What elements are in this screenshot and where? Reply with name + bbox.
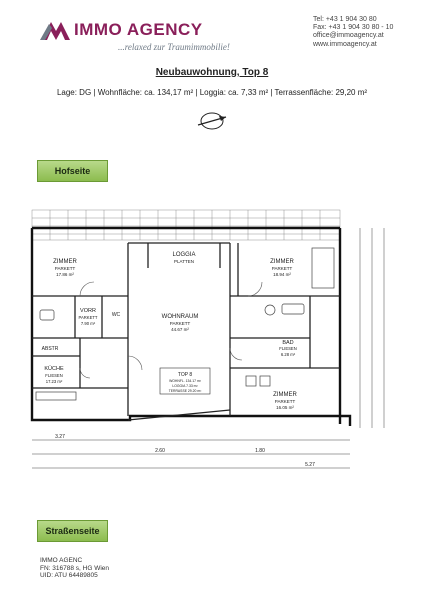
room-wohnraum-sub: PARKETT [170,321,191,326]
room-wohnraum-name: WOHNRAUM [162,314,199,320]
room-zimmer3-name: ZIMMER [273,392,297,398]
company-logo: IMMO AGENCY ...relaxed zur Traumimmobili… [40,16,280,58]
north-arrow-icon [197,112,227,130]
room-zimmer1-area: 17.86 m² [56,272,74,277]
contact-block: Tel: +43 1 904 30 80 Fax: +43 1 904 30 8… [313,16,393,49]
contact-email[interactable]: office@immoagency.at [313,32,384,40]
contact-website[interactable]: www.immoagency.at [313,40,377,48]
room-labels: ZIMMER PARKETT 17.86 m² LOGGIA PLATTEN Z… [42,252,298,410]
room-vorr-area: 7.90 m² [81,321,96,326]
room-bad-name: BAD [282,340,293,346]
footer-fn: FN: 316788 s, HG Wien [40,564,109,572]
dimension-lines [32,228,385,469]
room-abstr-name: ABSTR [42,346,59,352]
room-kuche-area: 17.23 m² [46,379,63,384]
room-zimmer2-name: ZIMMER [270,259,294,265]
logo-tagline: ...relaxed zur Traumimmobilie! [118,42,230,52]
unit-living-area: WOHNFL. 134.17 m² [169,379,202,383]
courtyard-side-label: Hofseite [37,160,108,182]
room-bad-sub: FLIESEN [279,346,296,351]
terrace-grid [31,209,341,241]
room-kuche-name: KÜCHE [44,365,64,372]
floor-plan: ZIMMER PARKETT 17.86 m² LOGGIA PLATTEN Z… [30,209,385,469]
property-facts: Lage: DG | Wohnfläche: ca. 134,17 m² | L… [56,88,368,97]
room-zimmer1-name: ZIMMER [53,259,77,265]
room-vorr-name: VORR [80,308,96,314]
room-kuche-sub: FLIESEN [45,373,62,378]
footer-uid: UID: ATU 64489805 [40,572,98,579]
footer: IMMO AGENC FN: 316788 s, HG Wien UID: AT… [40,557,109,580]
contact-phone: Tel: +43 1 904 30 80 [313,16,377,23]
room-bad-area: 6.28 m² [281,352,296,357]
dimension-d3: 1.80 [255,448,265,454]
dimension-d4: 5.27 [305,462,315,468]
dimension-labels: 3.27 2.60 1.80 5.27 [55,434,315,468]
document-title: Neubauwohnung, Top 8 [155,67,269,78]
unit-stamp: TOP 8 WOHNFL. 134.17 m² LOGGIA 7.33 m² T… [159,367,211,395]
footer-company: IMMO AGENC [40,557,83,564]
room-wc-name: WC [112,312,121,318]
room-loggia-name: LOGGIA [172,252,195,258]
unit-name: TOP 8 [178,372,192,378]
room-wohnraum-area: 44.67 m² [171,327,189,332]
room-zimmer3-sub: PARKETT [275,399,296,404]
dimension-d2: 2.60 [155,448,165,454]
door-swings [79,281,263,379]
room-vorr-sub: PARKETT [78,315,97,320]
unit-loggia-area: LOGGIA 7.33 m² [172,384,198,388]
logo-mark-icon [40,22,70,40]
contact-fax: Fax: +43 1 904 30 80 - 10 [313,24,394,32]
dimension-d1: 3.27 [55,434,65,440]
unit-terrace-area: TERRASSE 29.20 m² [169,389,202,393]
room-zimmer1-sub: PARKETT [55,266,76,271]
room-zimmer3-area: 16.05 m² [276,405,294,410]
street-side-label: Straßenseite [37,520,108,542]
room-zimmer2-sub: PARKETT [272,266,293,271]
logo-wordmark: IMMO AGENCY [74,20,203,39]
room-loggia-sub: PLATTEN [174,259,194,264]
fixtures [35,247,335,401]
room-zimmer2-area: 18.94 m² [273,272,291,277]
